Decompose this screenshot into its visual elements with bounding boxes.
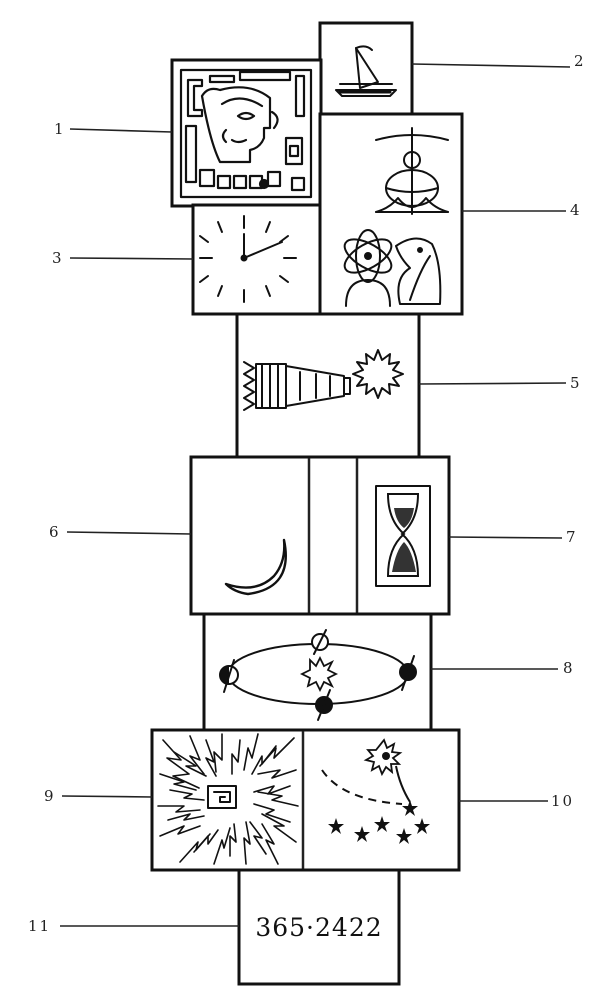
panel-3-box xyxy=(191,203,322,316)
leader-7 xyxy=(448,536,563,539)
leader-3 xyxy=(69,257,194,260)
comet-stars-icon xyxy=(321,738,430,844)
label-9: 9 xyxy=(44,787,56,805)
year-length-number: 365·2422 xyxy=(255,913,382,942)
leader-9 xyxy=(61,795,153,798)
label-7: 7 xyxy=(566,528,578,546)
panel-2-box xyxy=(318,21,414,118)
clock-icon xyxy=(199,215,297,303)
label-5: 5 xyxy=(570,374,582,392)
panel-11-box xyxy=(237,868,401,986)
crescent-moon-icon xyxy=(224,538,287,596)
label-11: 11 xyxy=(28,917,51,935)
spiral-sun-icon xyxy=(157,733,299,865)
earth-orbit-icon xyxy=(219,629,417,721)
leader-2 xyxy=(411,63,571,68)
panel-6-7-box xyxy=(189,455,451,616)
label-1: 1 xyxy=(54,120,66,138)
label-8: 8 xyxy=(563,659,575,677)
label-6: 6 xyxy=(49,523,61,541)
leader-1 xyxy=(69,128,173,133)
leader-5 xyxy=(418,382,567,385)
panel-4-box xyxy=(318,112,464,316)
label-10: 10 xyxy=(551,792,574,810)
leader-6 xyxy=(66,531,192,535)
label-2: 2 xyxy=(574,52,586,70)
sundial-icon xyxy=(335,45,397,97)
hourglass-icon xyxy=(375,485,431,587)
mayan-glyph-icon xyxy=(179,68,313,199)
telescope-sun-icon xyxy=(243,349,404,411)
armillary-atom-icon xyxy=(343,127,449,307)
label-3: 3 xyxy=(52,249,64,267)
label-4: 4 xyxy=(570,201,582,219)
